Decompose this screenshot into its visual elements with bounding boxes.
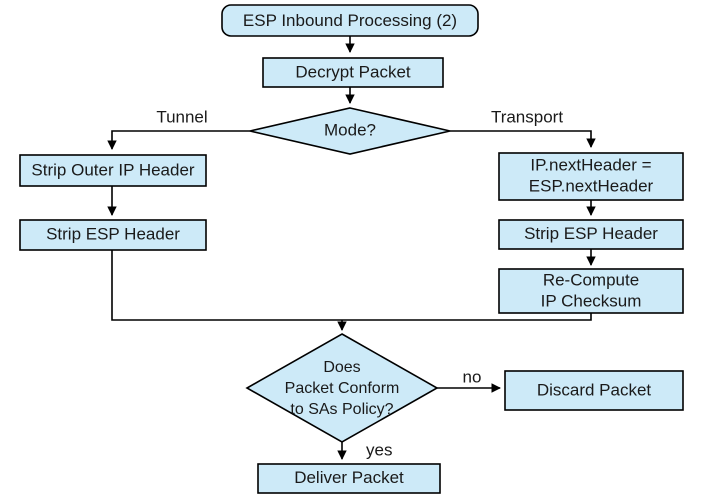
edge-label-yes: yes [366, 440, 392, 459]
conform-decision-shape[interactable] [245, 333, 439, 443]
decrypt-packet-label: Decrypt Packet [295, 62, 411, 81]
node-strip-esp-header-tunnel[interactable]: Strip ESP Header [19, 219, 207, 251]
edge-merge-bus [111, 250, 592, 321]
node-discard-packet[interactable]: Discard Packet [504, 370, 684, 411]
recompute-ip-checksum-shape[interactable] [498, 268, 684, 314]
edge-label-tunnel: Tunnel [156, 107, 207, 126]
mode-decision-shape[interactable] [249, 107, 451, 155]
recompute-ip-checksum-label-line1: Re-Compute [543, 270, 639, 289]
deliver-packet-label: Deliver Packet [294, 468, 404, 487]
edge-mode-tunnel [107, 130, 250, 150]
edges [107, 36, 596, 460]
node-recompute-ip-checksum[interactable]: Re-Compute IP Checksum [498, 268, 684, 314]
conform-decision-label-line2: Packet Conform [285, 380, 400, 397]
strip-outer-ip-header-shape[interactable] [19, 154, 207, 187]
node-deliver-packet[interactable]: Deliver Packet [257, 463, 441, 494]
strip-esp-header-transport-label: Strip ESP Header [524, 224, 658, 243]
start-label: ESP Inbound Processing (2) [243, 11, 457, 30]
ip-nextheader-assign-label-line2: ESP.nextHeader [529, 176, 654, 195]
edge-mode-transport [450, 130, 596, 148]
conform-decision-label-line3: to SAs Policy? [290, 401, 393, 418]
strip-esp-header-tunnel-shape[interactable] [19, 219, 207, 251]
node-decrypt-packet[interactable]: Decrypt Packet [262, 57, 444, 88]
node-ip-nextheader-assign[interactable]: IP.nextHeader = ESP.nextHeader [498, 152, 684, 201]
ip-nextheader-assign-shape[interactable] [498, 152, 684, 201]
mode-decision-label: Mode? [324, 120, 376, 139]
strip-esp-header-transport-shape[interactable] [498, 219, 684, 250]
discard-packet-shape[interactable] [504, 370, 684, 411]
decrypt-packet-shape[interactable] [262, 57, 444, 88]
node-mode-decision[interactable]: Mode? [249, 107, 451, 155]
node-conform-decision[interactable]: Does Packet Conform to SAs Policy? [245, 333, 439, 443]
node-strip-outer-ip-header[interactable]: Strip Outer IP Header [19, 154, 207, 187]
start-shape[interactable] [221, 4, 479, 37]
conform-decision-label-line1: Does [323, 359, 360, 376]
edge-label-transport: Transport [491, 107, 563, 126]
ip-nextheader-assign-label-line1: IP.nextHeader = [530, 155, 651, 174]
edge-labels: Tunnel Transport no yes [156, 107, 563, 459]
node-strip-esp-header-transport[interactable]: Strip ESP Header [498, 219, 684, 250]
strip-outer-ip-header-label: Strip Outer IP Header [31, 160, 194, 179]
discard-packet-label: Discard Packet [537, 380, 652, 399]
edge-label-no: no [463, 367, 482, 386]
recompute-ip-checksum-label-line2: IP Checksum [541, 291, 642, 310]
deliver-packet-shape[interactable] [257, 463, 441, 494]
strip-esp-header-tunnel-label: Strip ESP Header [46, 224, 180, 243]
node-start[interactable]: ESP Inbound Processing (2) [221, 4, 479, 37]
